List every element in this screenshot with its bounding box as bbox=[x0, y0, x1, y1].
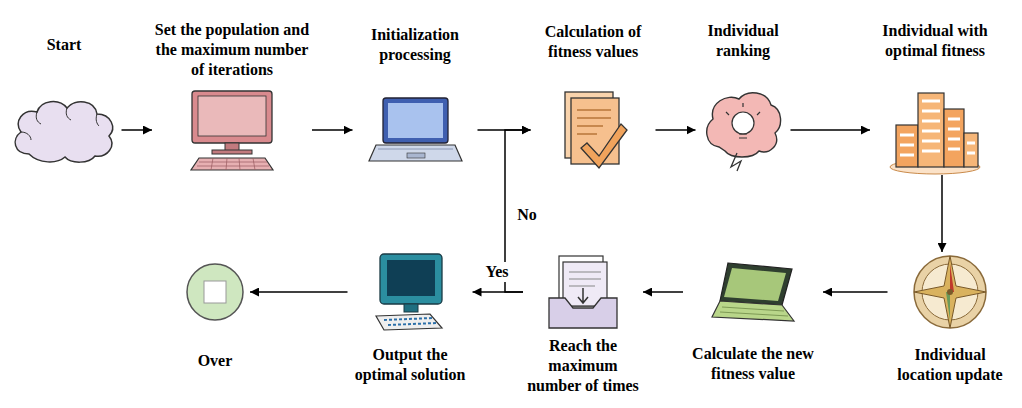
process-step: Individual location update bbox=[888, 252, 1013, 385]
icon-part bbox=[384, 318, 436, 325]
icon-part bbox=[15, 102, 112, 163]
icon-part bbox=[726, 103, 760, 138]
computer-icon bbox=[370, 252, 450, 332]
step-label: Individual with optimal fitness bbox=[870, 21, 1000, 61]
icon-part bbox=[569, 272, 601, 286]
icon-part bbox=[914, 256, 986, 328]
process-step: Calculation of fitness values bbox=[531, 22, 656, 173]
flow-arrow bbox=[656, 129, 696, 131]
step-label: Calculate the new fitness value bbox=[683, 344, 823, 384]
icon-part bbox=[724, 268, 786, 301]
icon-part bbox=[380, 254, 442, 304]
cloud-icon bbox=[9, 94, 119, 166]
end-terminal: Over bbox=[180, 261, 250, 371]
inbox-icon bbox=[545, 252, 621, 332]
step-label: Set the population and the maximum numbe… bbox=[152, 20, 312, 80]
process-step: Initialization processing bbox=[353, 25, 478, 165]
icon-part bbox=[712, 301, 794, 321]
process-step: Set the population and the maximum numbe… bbox=[152, 20, 312, 173]
document-icon bbox=[557, 88, 629, 173]
icon-part bbox=[731, 153, 741, 171]
step-label: Over bbox=[180, 351, 250, 371]
step-label: Start bbox=[7, 35, 122, 55]
icon-part bbox=[388, 103, 443, 138]
icon-part bbox=[212, 150, 252, 154]
icon-part bbox=[198, 96, 266, 136]
icon-part bbox=[577, 110, 611, 134]
step-label: Individual location update bbox=[888, 345, 1013, 385]
icon-part bbox=[378, 149, 453, 150]
flow-arrow bbox=[122, 129, 153, 131]
icon-part bbox=[900, 101, 975, 155]
start-terminal: Start bbox=[7, 35, 122, 166]
flow-arrow bbox=[643, 291, 683, 293]
flow-arrow bbox=[823, 291, 888, 293]
edge-label: Yes bbox=[483, 262, 510, 281]
icon-part bbox=[720, 263, 792, 305]
flow-arrow bbox=[941, 175, 943, 252]
icon-part bbox=[707, 93, 781, 157]
edge-label: No bbox=[515, 205, 539, 224]
flow-arrow bbox=[791, 129, 871, 131]
flow-arrow bbox=[312, 129, 353, 131]
icon-part bbox=[964, 133, 978, 167]
icon-part bbox=[191, 158, 273, 170]
output-step: Output the optimal solution bbox=[348, 252, 473, 385]
monitor-icon bbox=[187, 88, 277, 173]
icon-part bbox=[387, 260, 435, 296]
laptop-icon bbox=[368, 95, 463, 165]
icon-part bbox=[192, 91, 272, 143]
icon-part bbox=[581, 124, 627, 168]
icon-part bbox=[383, 98, 448, 143]
icon-part bbox=[376, 314, 442, 330]
decision-step: Reach the maximum number of times bbox=[523, 252, 643, 396]
icon-part bbox=[197, 158, 269, 170]
flow-arrow bbox=[250, 291, 348, 293]
icon-part bbox=[732, 112, 754, 134]
step-label: Reach the maximum number of times bbox=[523, 336, 643, 396]
icon-part bbox=[914, 256, 986, 328]
process-step: Individual with optimal fitness bbox=[870, 21, 1000, 175]
laptop2-icon bbox=[710, 261, 796, 323]
icon-part bbox=[947, 289, 953, 295]
icon-part bbox=[950, 264, 954, 292]
icon-part bbox=[369, 145, 462, 161]
compass-icon bbox=[910, 252, 990, 332]
step-label: Calculation of fitness values bbox=[531, 22, 656, 62]
icon-part bbox=[187, 264, 243, 320]
stop-icon bbox=[184, 261, 246, 323]
icon-part bbox=[720, 307, 788, 316]
step-label: Individual ranking bbox=[696, 21, 791, 61]
icon-part bbox=[407, 153, 425, 158]
icon-part bbox=[21, 108, 99, 140]
icon-part bbox=[946, 292, 950, 320]
step-label: Output the optimal solution bbox=[348, 345, 473, 385]
icon-part bbox=[404, 304, 418, 312]
brain-icon bbox=[701, 87, 785, 173]
process-step: Calculate the new fitness value bbox=[683, 261, 823, 384]
process-step: Individual ranking bbox=[696, 21, 791, 173]
icon-part bbox=[578, 288, 588, 303]
icon-part bbox=[204, 281, 226, 303]
buildings-icon bbox=[888, 85, 983, 175]
step-label: Initialization processing bbox=[353, 25, 478, 65]
